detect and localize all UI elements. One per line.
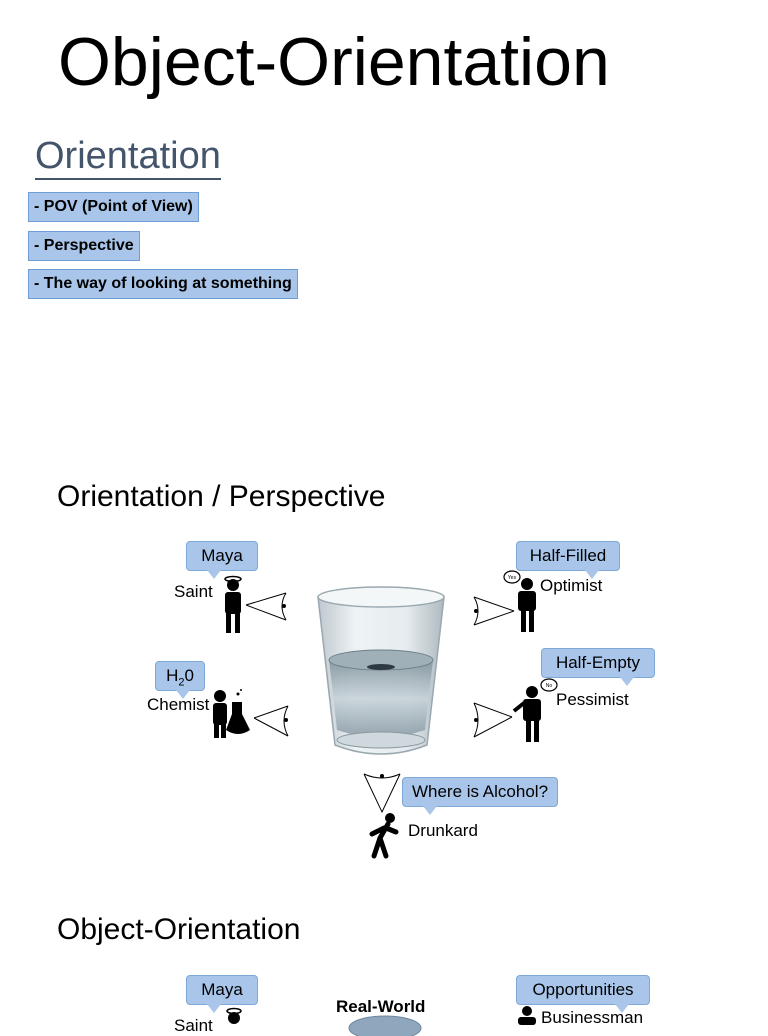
drunkard-bubble: Where is Alcohol? bbox=[402, 777, 558, 815]
pessimist-label: Pessimist bbox=[556, 690, 629, 709]
drunkard-figure-icon bbox=[363, 773, 401, 859]
saint-label: Saint bbox=[174, 582, 213, 601]
water-glass-image bbox=[317, 586, 445, 755]
chemist-bubble-subscript: 2 bbox=[178, 676, 185, 689]
optimist-label: Optimist bbox=[540, 576, 603, 595]
saint-label-2: Saint bbox=[174, 1016, 213, 1035]
page-title: Object-Orientation bbox=[58, 24, 610, 100]
definition-perspective: - Perspective bbox=[28, 231, 140, 261]
pessimist-bubble: Half-Empty bbox=[541, 648, 655, 686]
saint-figure-icon bbox=[224, 575, 287, 633]
chemist-bubble: H20 bbox=[155, 661, 205, 699]
optimist-figure-icon: Yes bbox=[473, 570, 536, 632]
chemist-label: Chemist bbox=[147, 695, 210, 714]
section-title-orientation-perspective: Orientation / Perspective bbox=[57, 480, 386, 513]
orientation-heading: Orientation bbox=[35, 134, 221, 180]
chemist-bubble-h: H bbox=[166, 666, 179, 685]
globe-image bbox=[348, 1015, 422, 1036]
optimist-thought-text: Yes bbox=[508, 575, 517, 581]
saint-figure-icon-2 bbox=[226, 1007, 242, 1024]
chemist-bubble-o: 0 bbox=[184, 666, 194, 685]
drunkard-label: Drunkard bbox=[408, 821, 478, 840]
businessman-figure-icon bbox=[518, 1006, 536, 1025]
saint-bubble-2: Maya bbox=[186, 975, 258, 1013]
saint-bubble: Maya bbox=[186, 541, 258, 579]
businessman-bubble: Opportunities bbox=[516, 975, 650, 1013]
real-world-label: Real-World bbox=[336, 997, 426, 1016]
chemist-figure-icon bbox=[213, 689, 289, 738]
definition-way-of-looking: - The way of looking at something bbox=[28, 269, 298, 299]
definition-pov: - POV (Point of View) bbox=[28, 192, 199, 222]
optimist-bubble: Half-Filled bbox=[516, 541, 620, 579]
pessimist-thought-text: No bbox=[546, 683, 553, 689]
businessman-label: Businessman bbox=[541, 1008, 644, 1027]
pessimist-figure-icon: No bbox=[473, 678, 558, 742]
section-title-object-orientation: Object-Orientation bbox=[57, 913, 301, 946]
